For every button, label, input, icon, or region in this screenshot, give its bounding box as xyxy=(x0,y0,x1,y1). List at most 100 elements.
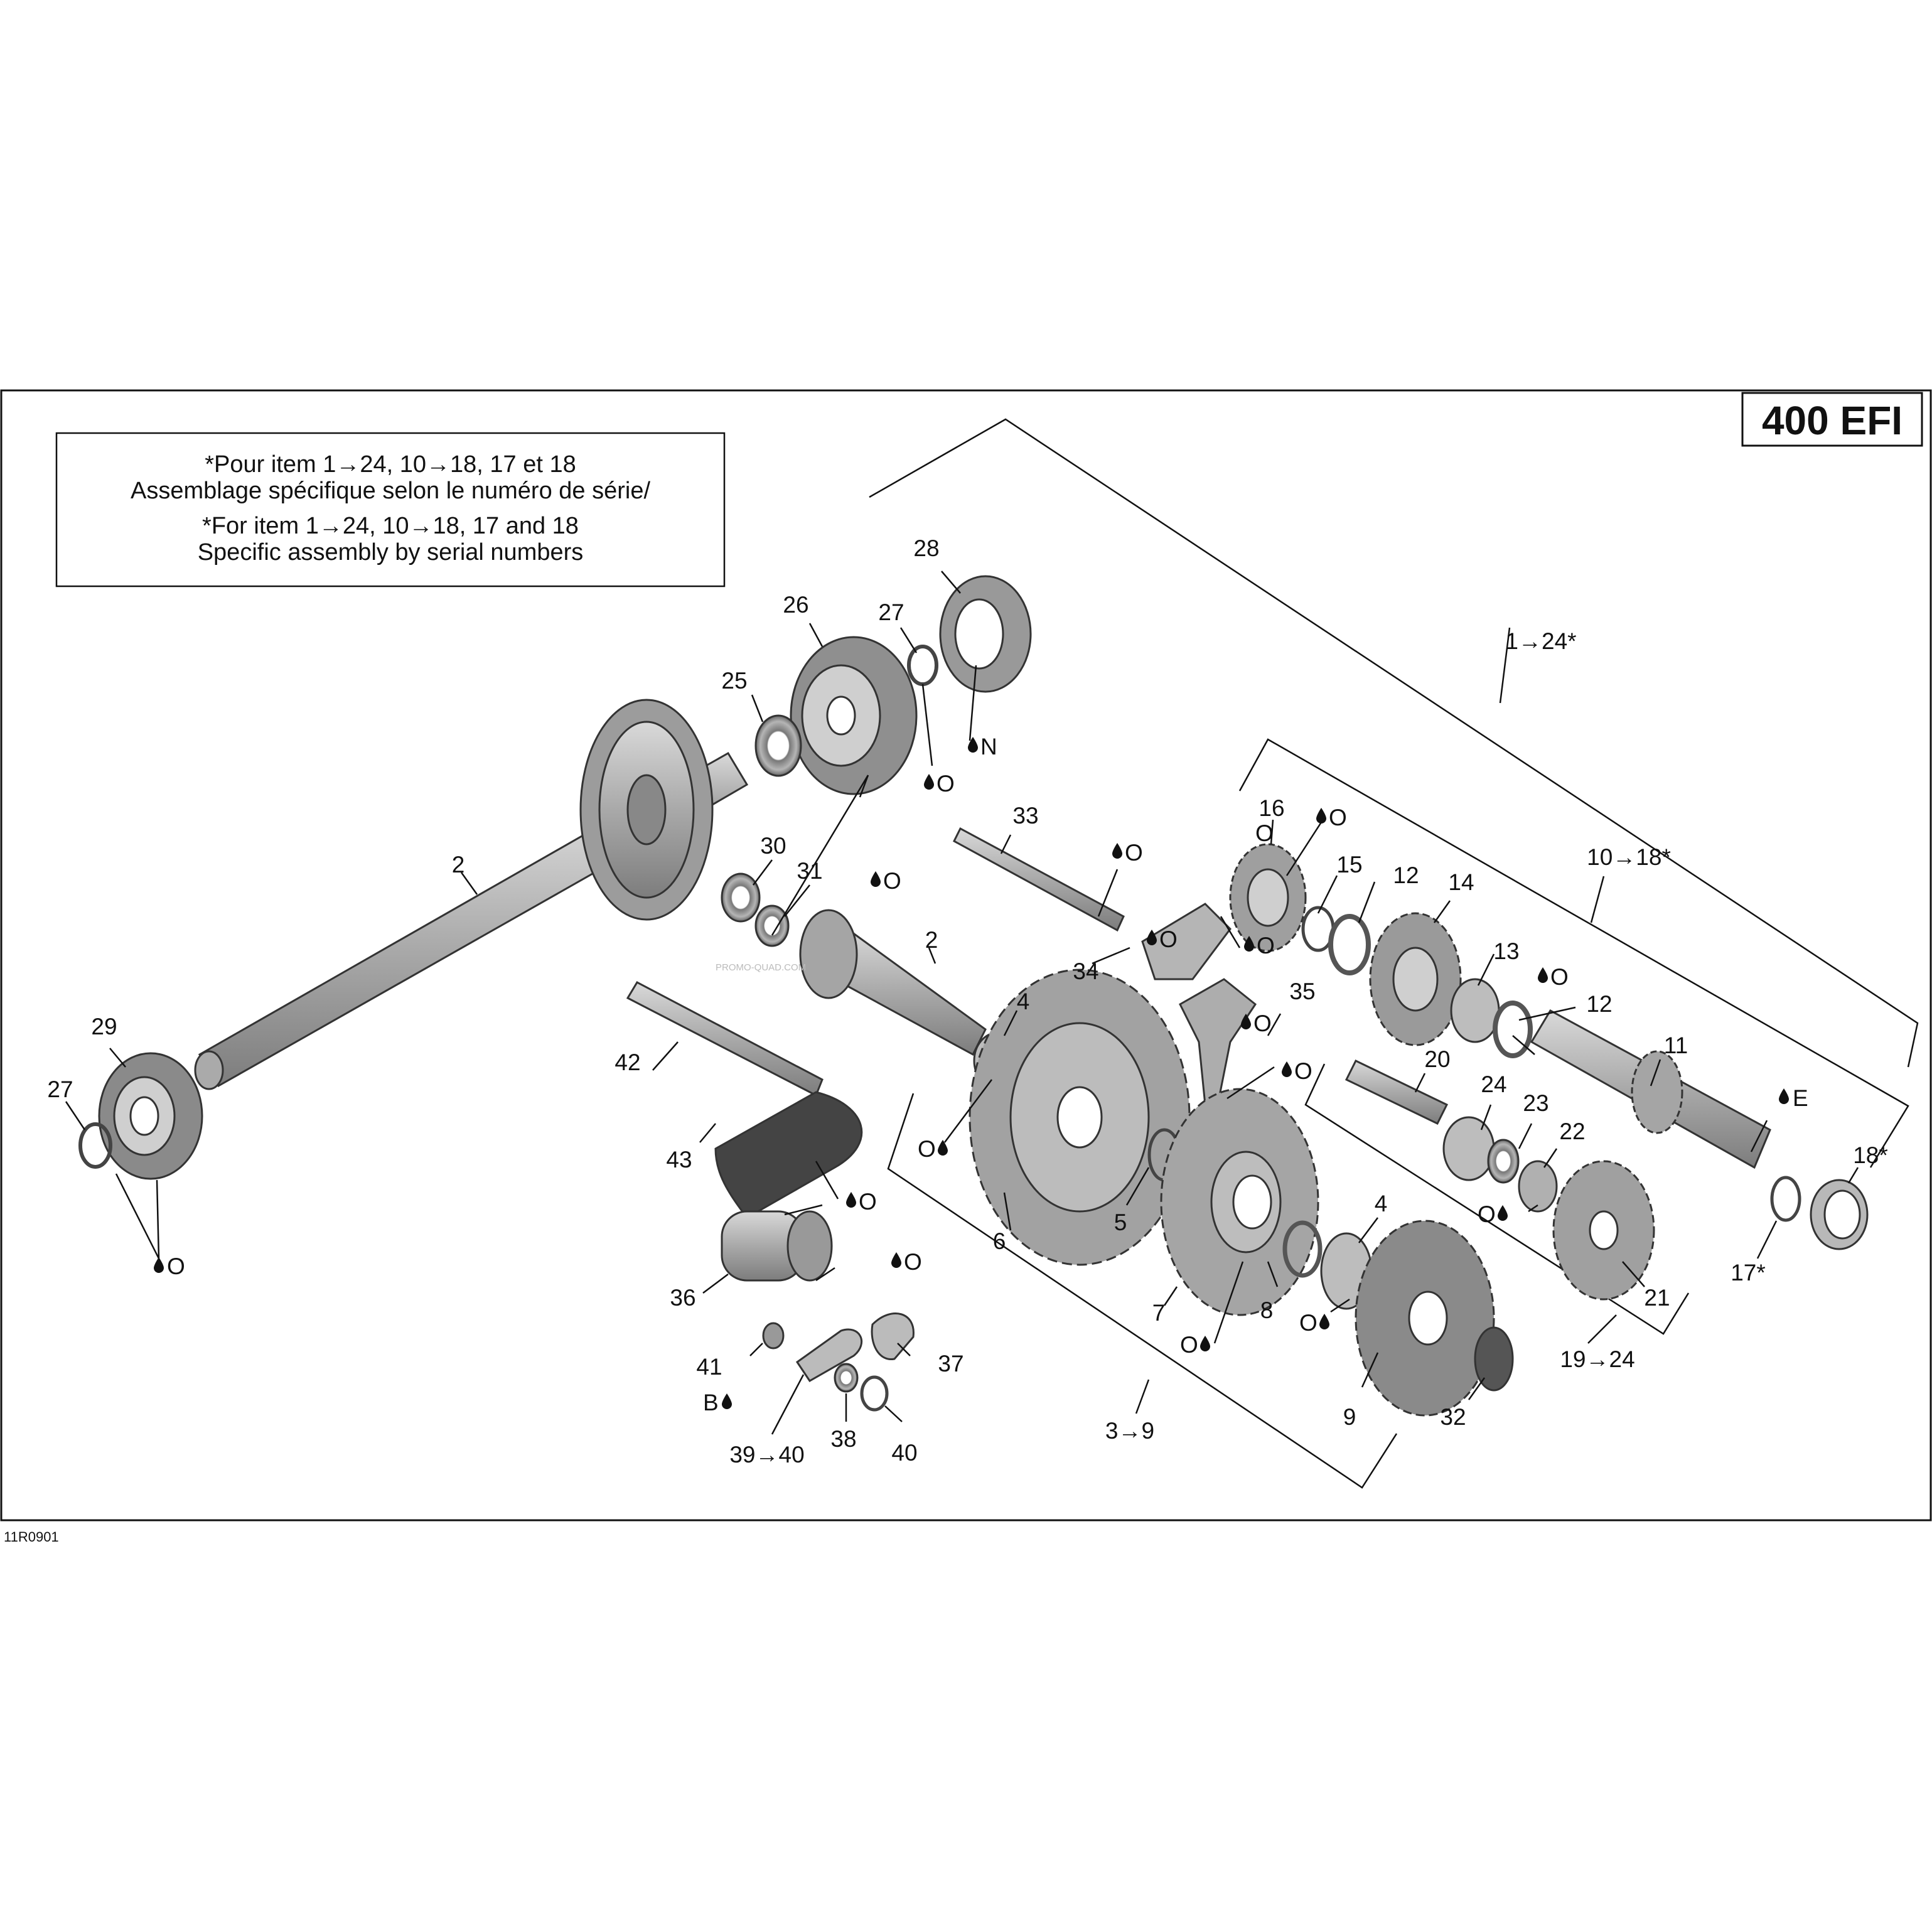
label-36: 36 xyxy=(670,1285,695,1311)
part-bearing-22 xyxy=(1518,1160,1558,1213)
lube-o6: O xyxy=(1253,1011,1272,1036)
label-2a: 2 xyxy=(452,852,465,877)
oil-drop-icon xyxy=(154,1257,164,1273)
lube-o1: O xyxy=(167,1253,185,1279)
label-37: 37 xyxy=(938,1351,963,1377)
oil-drop-icon xyxy=(1147,930,1157,945)
lube-o7: O xyxy=(1294,1058,1312,1084)
group-label-10-18: 10→18* xyxy=(1587,844,1671,870)
lube-n1: N xyxy=(980,734,997,759)
label-20: 20 xyxy=(1424,1046,1450,1072)
oil-drop-icon xyxy=(1282,1061,1292,1077)
serial-note-box xyxy=(55,432,726,588)
lube-o5: O xyxy=(1329,805,1347,830)
lube-o12: O xyxy=(1180,1332,1198,1358)
label-25: 25 xyxy=(721,668,747,694)
part-shaft-11-gear xyxy=(1631,1050,1683,1134)
oil-drop-icon xyxy=(1200,1336,1210,1351)
oil-drop-icon xyxy=(722,1393,732,1409)
part-washer-32 xyxy=(1474,1326,1514,1392)
label-33: 33 xyxy=(1012,803,1038,829)
oil-drop-icon xyxy=(1779,1088,1789,1104)
label-24: 24 xyxy=(1481,1071,1506,1097)
label-28: 28 xyxy=(913,535,939,561)
label-32: 32 xyxy=(1440,1404,1466,1430)
bracket-10-18 xyxy=(1238,738,1909,1168)
part-number-labels: 2 2 4 4 5 6 7 8 9 11 12 12 13 14 15 16 1… xyxy=(47,535,1887,1468)
lube-o10: O xyxy=(859,1189,877,1215)
diagram-frame xyxy=(0,389,1932,1521)
oil-drop-icon xyxy=(891,1252,901,1268)
lube-o4: O xyxy=(1125,840,1143,866)
oil-drop-icon xyxy=(1319,1314,1329,1329)
part-sleeve-18 xyxy=(1810,1179,1869,1250)
label-30: 30 xyxy=(760,833,786,859)
part-washer-38 xyxy=(834,1363,859,1393)
label-17: 17* xyxy=(1731,1260,1766,1285)
part-gear-6 xyxy=(969,969,1191,1266)
label-6: 6 xyxy=(993,1228,1006,1254)
oil-drop-icon xyxy=(846,1192,856,1208)
part-shift-fork-34 xyxy=(1141,903,1232,980)
lubricant-markers: O O O N O O O O O O O O O O O E B xyxy=(154,734,1808,1415)
part-gear-14 xyxy=(1369,912,1462,1046)
label-4a: 4 xyxy=(1017,989,1030,1014)
label-35: 35 xyxy=(1289,979,1315,1004)
part-seal-28 xyxy=(939,575,1032,693)
note-fr-line1: *Pour item 1→24, 10→18, 17 et 18 xyxy=(205,451,576,478)
label-43: 43 xyxy=(666,1147,692,1173)
bracket-19-24 xyxy=(1304,1063,1690,1335)
part-washer-8 xyxy=(1282,1220,1323,1278)
model-label: 400 EFI xyxy=(1762,398,1902,443)
part-washer-17 xyxy=(1770,1176,1801,1222)
part-spring-40 xyxy=(860,1375,889,1412)
oil-drop-icon xyxy=(1538,967,1548,983)
part-bearing-13 xyxy=(1450,978,1500,1043)
label-15: 15 xyxy=(1336,852,1362,877)
label-39-40: 39→40 xyxy=(729,1442,804,1468)
part-washer-27a xyxy=(78,1122,112,1169)
oil-drop-icon xyxy=(1498,1205,1508,1221)
lube-o3: O xyxy=(936,771,955,797)
watermark-text: PROMO-QUAD.COM xyxy=(716,962,806,973)
label-14: 14 xyxy=(1448,869,1474,895)
part-washer-12b xyxy=(1493,1001,1533,1058)
label-18: 18* xyxy=(1853,1142,1888,1168)
part-bearing-29 xyxy=(98,1052,203,1180)
note-en-line1: *For item 1→24, 10→18, 17 and 18 xyxy=(202,513,579,539)
part-bevel-gear xyxy=(579,699,714,921)
label-42: 42 xyxy=(614,1049,640,1075)
group-label-1-24: 1→24* xyxy=(1505,628,1576,654)
label-23: 23 xyxy=(1523,1090,1548,1116)
group-label-3-9: 3→9 xyxy=(1105,1418,1154,1444)
lube-o2: O xyxy=(883,868,901,894)
lube-o16: O xyxy=(1257,933,1275,958)
part-shaft-33 xyxy=(953,827,1125,932)
bracket-3-9 xyxy=(887,1093,1398,1489)
note-fr-line2: Assemblage spécifique selon le numéro de… xyxy=(131,478,650,504)
part-washer-12a xyxy=(1328,914,1371,975)
label-9: 9 xyxy=(1343,1404,1356,1430)
label-11: 11 xyxy=(1664,1033,1688,1058)
part-gear-16 xyxy=(1229,843,1307,952)
part-shift-drum-36 xyxy=(721,1210,833,1282)
label-26: 26 xyxy=(783,592,808,618)
label-16: 16 xyxy=(1258,795,1284,821)
part-washer-30 xyxy=(721,872,761,923)
oil-drop-icon xyxy=(1243,824,1253,840)
label-5: 5 xyxy=(1114,1210,1127,1235)
part-gear-7 xyxy=(1160,1088,1319,1316)
bracket-1-24 xyxy=(869,418,1919,1068)
part-washer-23 xyxy=(1487,1139,1520,1184)
part-washer-27b xyxy=(907,645,938,686)
lube-b1: B xyxy=(703,1390,719,1415)
part-pin-20 xyxy=(1344,1060,1449,1125)
figure-ref: 11R0901 xyxy=(4,1529,59,1545)
note-en-line2: Specific assembly by serial numbers xyxy=(198,539,584,566)
part-gear-9 xyxy=(1355,1220,1495,1417)
part-shift-fork-35 xyxy=(1179,978,1257,1106)
lube-o9: O xyxy=(918,1136,936,1162)
lube-o11: O xyxy=(904,1249,922,1275)
oil-drop-icon xyxy=(871,871,881,887)
